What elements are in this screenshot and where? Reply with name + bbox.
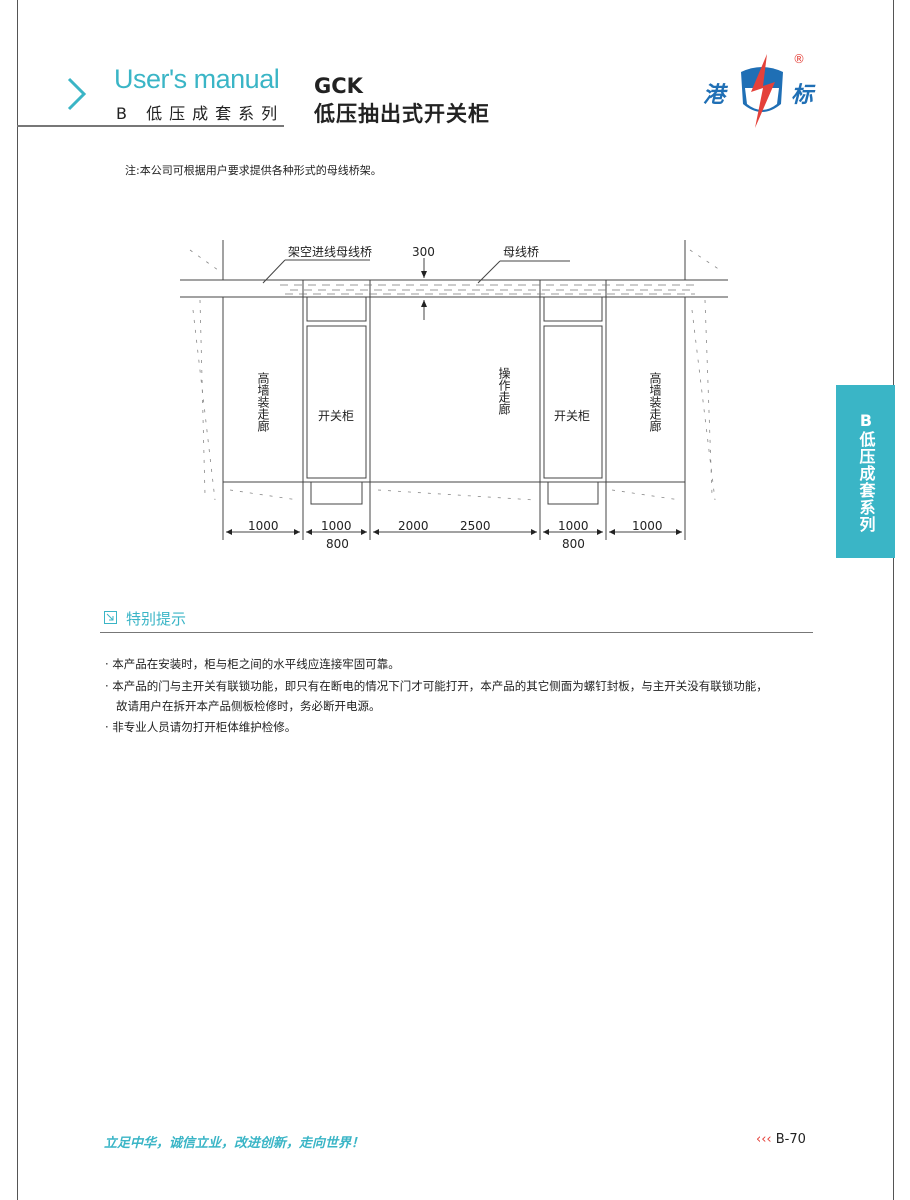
registered-mark: ® [793, 52, 805, 66]
note-text: 注:本公司可根据用户要求提供各种形式的母线桥架。 [125, 164, 382, 177]
label-busbar-bridge: 母线桥 [503, 245, 539, 259]
tip-item: · 非专业人员请勿打开柜体维护检修。 [105, 720, 297, 734]
page-number: ‹‹‹ B-70 [756, 1132, 806, 1147]
model-code: GCK [314, 74, 363, 98]
series-title: B 低压成套系列 [116, 104, 285, 123]
label-wall-corridor-left: 高墙装走廊 [256, 371, 270, 433]
label-switchgear-left: 开关柜 [318, 409, 354, 423]
dim-label: 1000 [321, 519, 352, 533]
dim-label: 800 [562, 537, 585, 551]
section-side-tab: B低压成套系列 [836, 385, 895, 558]
footer-slogan: 立足中华，诚信立业，改进创新，走向世界！ [104, 1136, 365, 1151]
tip-item: · 本产品在安装时，柜与柜之间的水平线应连接牢固可靠。 [105, 657, 400, 671]
brand-logo: 港 标 ® [703, 52, 823, 132]
tips-title: 特别提示 [126, 610, 187, 628]
tips-divider [100, 632, 813, 633]
label-operation-corridor: 操作走廊 [497, 366, 511, 416]
dim-label: 800 [326, 537, 349, 551]
product-name: 低压抽出式开关柜 [314, 102, 490, 126]
logo-text-right: 标 [791, 83, 814, 108]
dim-label: 1000 [248, 519, 279, 533]
label-dim-300: 300 [412, 245, 435, 259]
page-border-right [893, 0, 894, 1200]
dim-label: 2500 [460, 519, 491, 533]
layout-diagram: 架空进线母线桥 300 母线桥 开关柜 开关柜 高墙装走廊 操作走廊 高墙装走廊… [180, 240, 728, 551]
label-overhead-bridge: 架空进线母线桥 [288, 245, 372, 259]
logo-text-left: 港 [703, 83, 726, 108]
triple-chevron-left-icon: ‹‹‹ [756, 1132, 772, 1147]
dim-label: 2000 [398, 519, 429, 533]
shield-lightning-icon [741, 54, 783, 128]
manual-title: User's manual [114, 64, 280, 94]
page-border-left [17, 0, 18, 1200]
header-divider [17, 125, 284, 127]
dim-label: 1000 [558, 519, 589, 533]
arrow-box-icon [104, 611, 117, 624]
label-wall-corridor-right: 高墙装走廊 [648, 371, 662, 433]
chevron-right-icon [67, 77, 87, 111]
label-switchgear-right: 开关柜 [554, 409, 590, 423]
tip-item: · 本产品的门与主开关有联锁功能，即只有在断电的情况下门才可能打开，本产品的其它… [105, 679, 768, 693]
dim-label: 1000 [632, 519, 663, 533]
tip-item: 故请用户在拆开本产品侧板检修时，务必断开电源。 [116, 699, 381, 713]
page-number-text: B-70 [775, 1132, 806, 1147]
